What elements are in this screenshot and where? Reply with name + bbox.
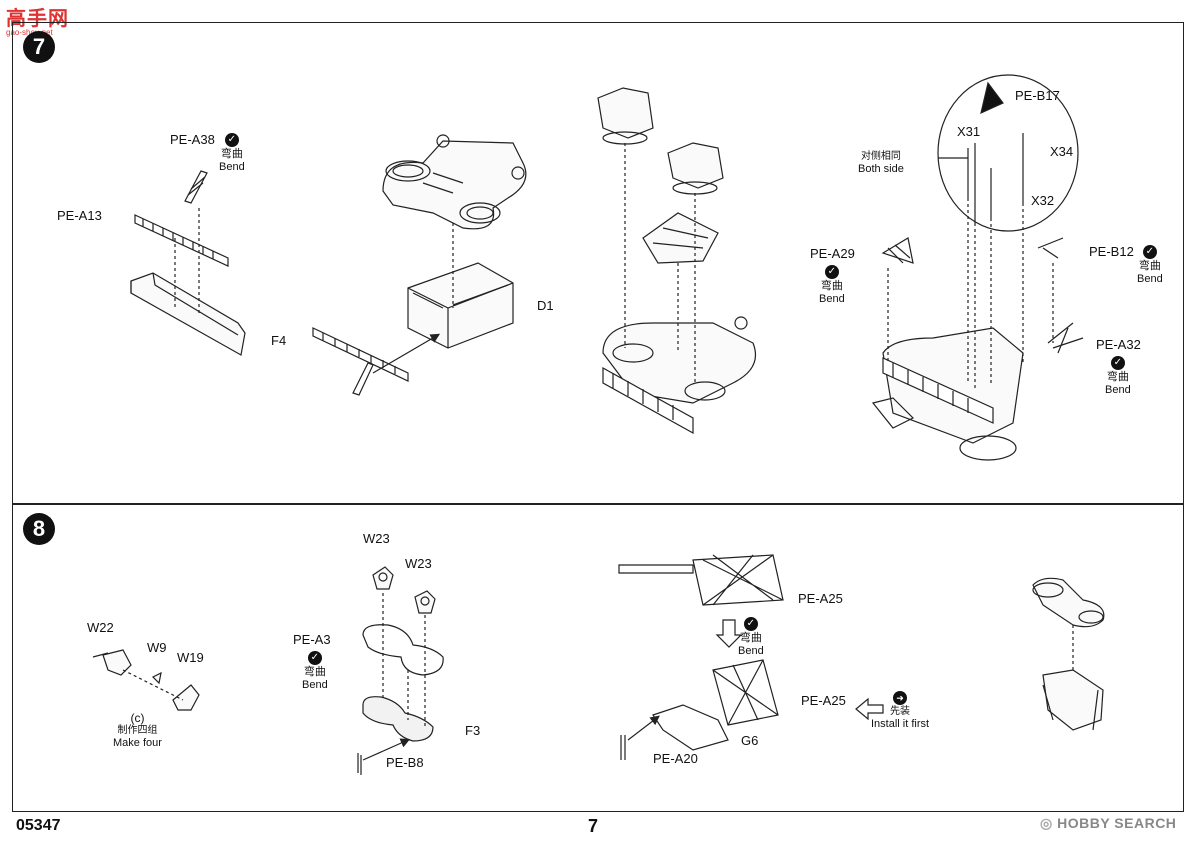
label-pe-a25-top: PE-A25 [798,591,843,606]
bend-cn: 弯曲 [1106,371,1129,383]
page-number: 7 [588,816,599,836]
product-code: 05347 [16,817,61,834]
label-w9: W9 [147,640,167,655]
bend-cn: 弯曲 [303,666,326,678]
label-x32: X32 [1031,193,1055,208]
step-7-panel: 7 [12,22,1184,504]
bend-cn: 弯曲 [739,632,762,644]
label-pe-a38: PE-A38 [170,132,215,147]
bend-cn: 弯曲 [220,148,243,160]
label-pe-a32: PE-A32 [1096,337,1141,352]
site-logo: 高手网 gao-shou.net [6,2,69,37]
bend-cn: 弯曲 [820,280,843,292]
step-number: 8 [23,513,55,545]
install-first-en: Install it first [871,718,930,730]
label-w23-left: W23 [363,531,390,546]
bend-note-a29: ✓ 弯曲 Bend [819,265,845,306]
make-four-note: (c) 制作四组 Make four [113,711,162,751]
label-w19: W19 [177,650,204,665]
step-8-panel: 8 [12,504,1184,812]
label-w23-right: W23 [405,556,432,571]
check-circle-icon: ✓ [824,265,839,279]
bend-en: Bend [302,679,328,692]
label-pe-a25-bottom: PE-A25 [801,693,846,708]
install-first-cn: 先装 [890,706,911,717]
label-f3: F3 [465,723,481,738]
check-circle-icon: ✓ [224,133,239,147]
both-side-en: Both side [858,163,904,175]
label-pe-a20: PE-A20 [653,751,698,766]
install-first-note: ➜ 先装 Install it first [871,691,929,731]
label-pe-b17: PE-B17 [1015,88,1060,103]
check-circle-icon: ✓ [1110,356,1125,370]
label-pe-a13: PE-A13 [57,208,102,223]
both-side-cn: 对侧相同 [860,151,901,162]
label-g6: G6 [741,733,759,748]
step-7-drawing [130,74,1084,461]
logo-text: 高手网 [6,8,69,30]
bend-note-a25: ✓ 弯曲 Bend [738,617,764,658]
label-d1: D1 [537,298,554,313]
label-x34: X34 [1050,144,1074,159]
sub-c: (c) [130,711,145,725]
label-pe-a3: PE-A3 [293,632,331,647]
bend-en: Bend [1137,273,1163,286]
bend-note-b12: ✓ 弯曲 Bend [1137,245,1163,286]
bend-en: Bend [819,293,845,306]
bend-en: Bend [738,645,764,658]
bend-note-a32: ✓ 弯曲 Bend [1105,356,1131,397]
bend-en: Bend [219,161,245,174]
logo-sub: gao-shou.net [6,28,53,37]
label-pe-b12: PE-B12 [1089,244,1134,259]
label-w22: W22 [87,620,114,635]
watermark-text: HOBBY SEARCH [1057,815,1177,831]
bend-en: Bend [1105,384,1131,397]
label-f4: F4 [271,333,287,348]
label-pe-b8: PE-B8 [386,755,424,770]
both-side-note: 对侧相同 Both side [858,151,904,176]
step-number: 7 [23,31,55,63]
label-x31: X31 [957,124,981,139]
watermark: ◎ HOBBY SEARCH [1040,815,1176,832]
make-four-cn: 制作四组 [117,725,158,737]
check-circle-icon: ✓ [743,617,758,631]
make-four-en: Make four [113,737,162,750]
arrow-circle-icon: ➜ [893,691,908,705]
step-8-drawing [92,554,1105,775]
label-pe-a29: PE-A29 [810,246,855,261]
bend-note-a3: ✓ 弯曲 Bend [302,651,328,692]
check-circle-icon: ✓ [307,651,322,665]
check-circle-icon: ✓ [1142,245,1157,259]
bend-cn: 弯曲 [1138,260,1161,272]
bend-note-a38: ✓ 弯曲 Bend [219,133,245,174]
watermark-icon: ◎ [1040,815,1053,831]
